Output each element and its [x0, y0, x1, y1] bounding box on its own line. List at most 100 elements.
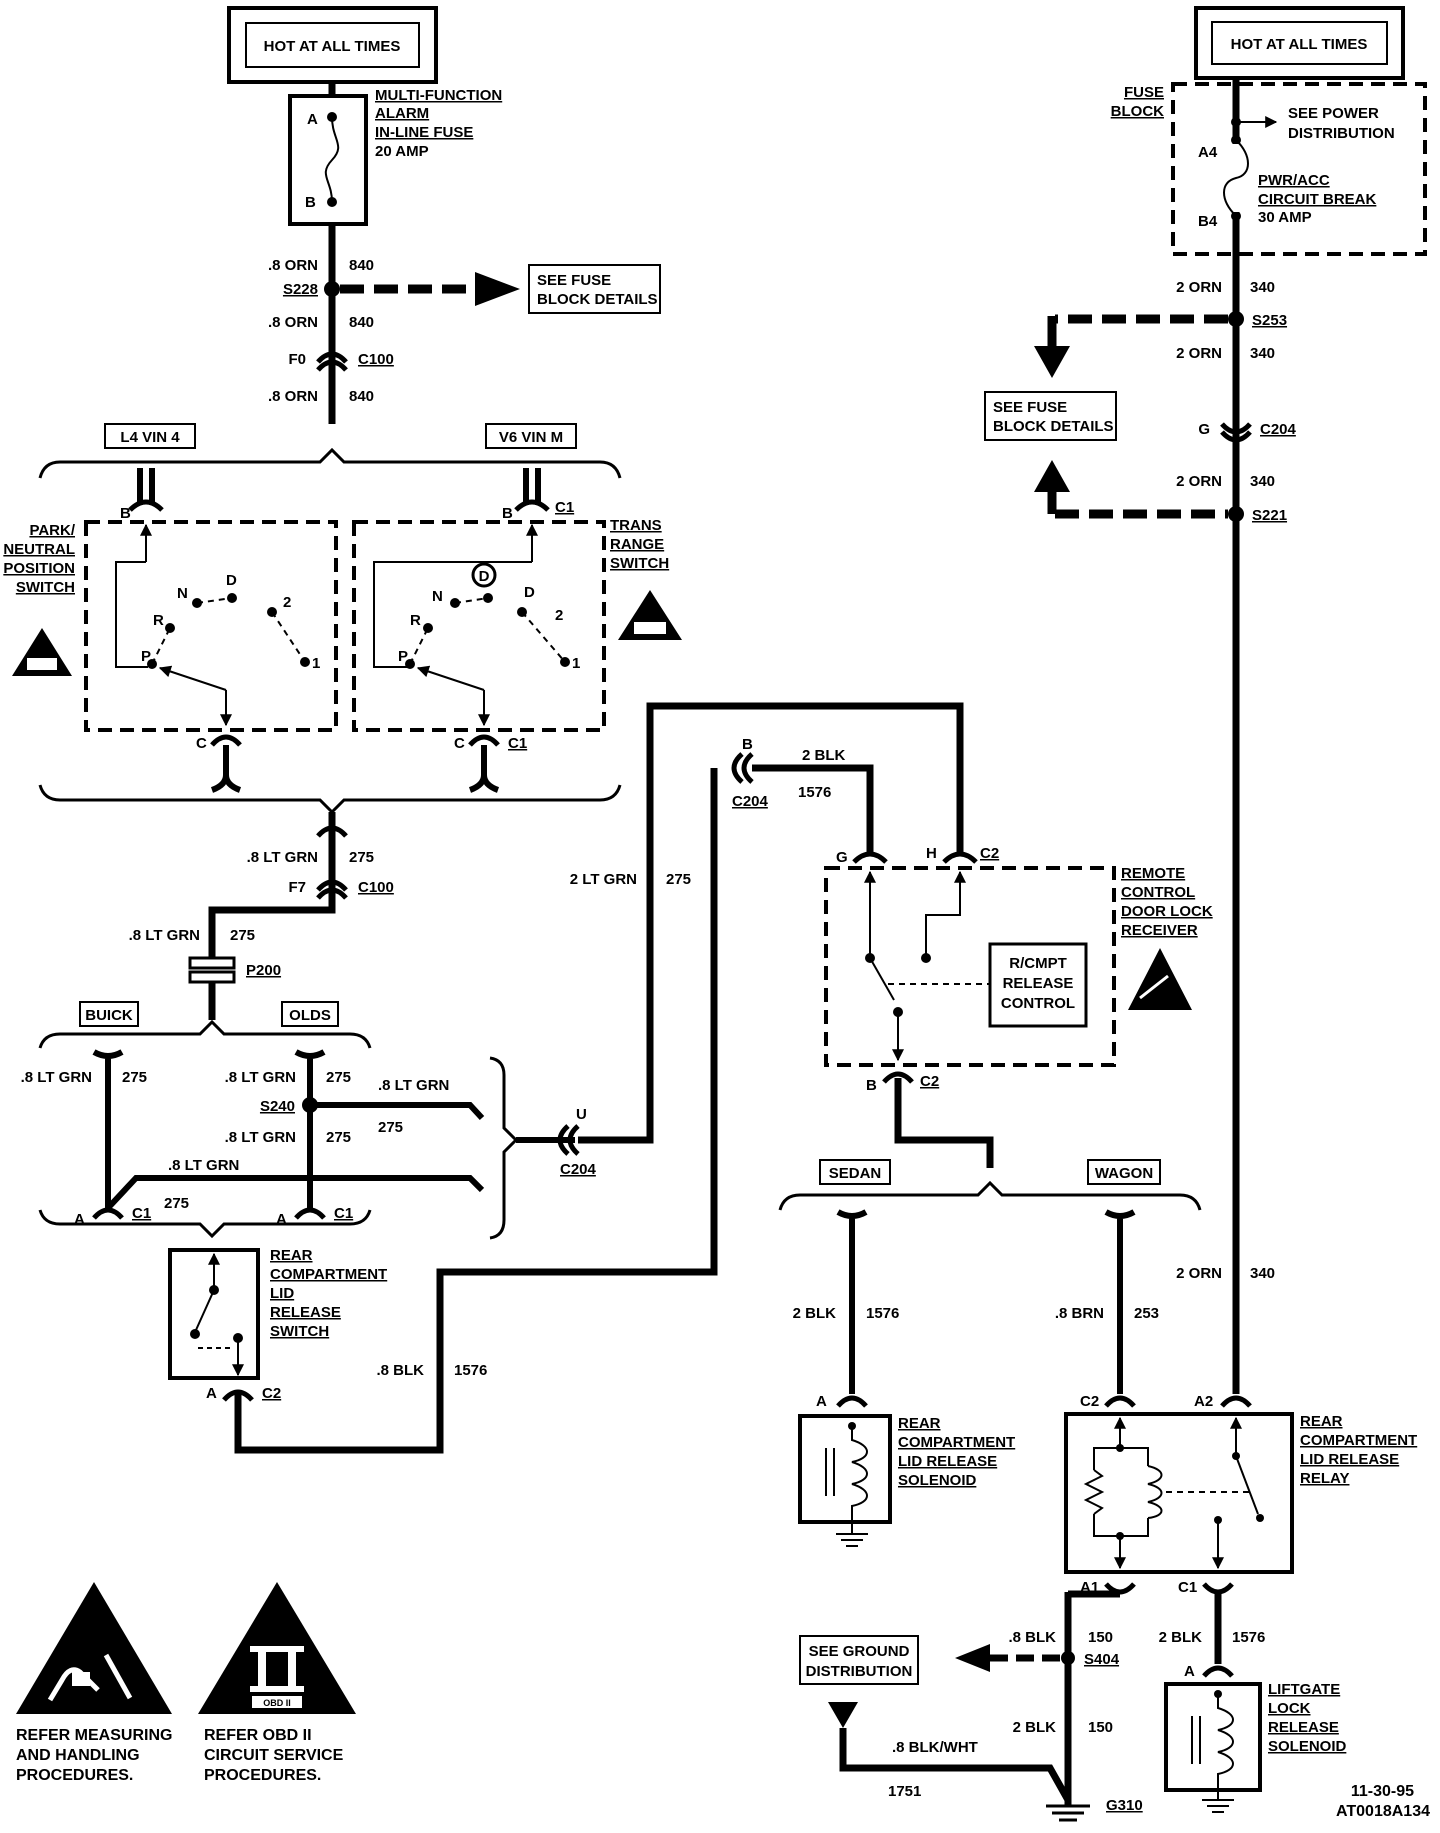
svg-text:BLOCK DETAILS: BLOCK DETAILS [537, 291, 658, 308]
svg-text:275: 275 [164, 1195, 189, 1212]
svg-text:RELEASE: RELEASE [1268, 1719, 1339, 1736]
svg-text:1: 1 [312, 655, 320, 672]
svg-text:150: 150 [1088, 1629, 1113, 1646]
svg-text:H: H [926, 845, 937, 862]
svg-text:PROCEDURES.: PROCEDURES. [204, 1767, 321, 1784]
ground-g310: G310 [1046, 1797, 1143, 1822]
svg-text:R/CMPT: R/CMPT [1009, 955, 1067, 972]
svg-text:SWITCH: SWITCH [270, 1323, 329, 1340]
svg-text:DISTRIBUTION: DISTRIBUTION [1288, 125, 1395, 142]
svg-text:SEE FUSE: SEE FUSE [993, 399, 1067, 416]
svg-text:F0: F0 [288, 351, 306, 368]
svg-text:.8 LT GRN: .8 LT GRN [168, 1157, 239, 1174]
svg-text:.8 BRN: .8 BRN [1055, 1305, 1104, 1322]
svg-text:AT0018A134: AT0018A134 [1336, 1803, 1430, 1820]
svg-text:RELEASE: RELEASE [270, 1304, 341, 1321]
svg-text:PARK/: PARK/ [29, 522, 75, 539]
svg-text:.8 LT GRN: .8 LT GRN [225, 1069, 296, 1086]
svg-text:C: C [454, 735, 465, 752]
svg-text:11-30-95: 11-30-95 [1351, 1783, 1414, 1800]
svg-text:B: B [866, 1077, 877, 1094]
rear-compartment-lid-release-solenoid [798, 1414, 892, 1547]
svg-text:S253: S253 [1252, 312, 1287, 329]
svg-text:.8 LT GRN: .8 LT GRN [21, 1069, 92, 1086]
svg-text:OBD II: OBD II [263, 1698, 291, 1708]
svg-text:.8 LT GRN: .8 LT GRN [225, 1129, 296, 1146]
see-ground-box: SEE GROUND DISTRIBUTION [799, 1635, 919, 1685]
esd-icon-small [1128, 948, 1192, 1010]
svg-text:S228: S228 [283, 281, 318, 298]
svg-text:.8 BLK: .8 BLK [376, 1362, 424, 1379]
svg-text:REAR: REAR [270, 1247, 313, 1264]
svg-text:FUSE: FUSE [1124, 84, 1164, 101]
svg-text:D: D [524, 584, 535, 601]
svg-text:R: R [410, 612, 421, 629]
svg-text:A: A [816, 1393, 827, 1410]
svg-text:1576: 1576 [1232, 1629, 1265, 1646]
svg-text:DOOR LOCK: DOOR LOCK [1121, 903, 1213, 920]
svg-text:LIFTGATE: LIFTGATE [1268, 1681, 1340, 1698]
svg-text:COMPARTMENT: COMPARTMENT [1300, 1432, 1417, 1449]
svg-text:BLOCK DETAILS: BLOCK DETAILS [993, 418, 1114, 435]
liftgate-lock-release-solenoid [1164, 1682, 1262, 1813]
svg-text:REAR: REAR [898, 1415, 941, 1432]
svg-text:B: B [502, 505, 513, 522]
svg-text:C2: C2 [262, 1385, 281, 1402]
svg-text:A: A [307, 111, 318, 128]
rear-compartment-lid-release-relay [1064, 1412, 1294, 1574]
svg-text:SEE GROUND: SEE GROUND [809, 1643, 910, 1660]
svg-text:A: A [206, 1385, 217, 1402]
svg-text:REMOTE: REMOTE [1121, 865, 1185, 882]
svg-text:SOLENOID: SOLENOID [1268, 1738, 1347, 1755]
svg-text:C1: C1 [508, 735, 527, 752]
svg-text:C2: C2 [980, 845, 999, 862]
left-hot-box: HOT AT ALL TIMES [227, 6, 438, 84]
svg-text:2 LT GRN: 2 LT GRN [570, 871, 637, 888]
svg-text:SOLENOID: SOLENOID [898, 1472, 977, 1489]
see-fuse-box-left: SEE FUSE BLOCK DETAILS [528, 264, 661, 314]
svg-text:C1: C1 [1178, 1579, 1197, 1596]
svg-text:HOT AT ALL TIMES: HOT AT ALL TIMES [1231, 36, 1368, 53]
svg-text:A: A [74, 1211, 85, 1228]
svg-text:840: 840 [349, 388, 374, 405]
splice-s221 [1228, 506, 1244, 522]
svg-text:B4: B4 [1198, 213, 1218, 230]
svg-text:C100: C100 [358, 351, 394, 368]
svg-text:20 AMP: 20 AMP [375, 143, 429, 160]
svg-text:B: B [305, 194, 316, 211]
svg-text:D: D [479, 568, 490, 585]
svg-text:275: 275 [326, 1069, 351, 1086]
svg-text:.8 ORN: .8 ORN [268, 314, 318, 331]
svg-text:1: 1 [572, 655, 580, 672]
svg-text:COMPARTMENT: COMPARTMENT [898, 1434, 1015, 1451]
trans-range-switch: B C1 D P R N D 2 1 C C1 [352, 468, 606, 793]
svg-text:REFER MEASURING: REFER MEASURING [16, 1727, 172, 1744]
svg-text:SEE POWER: SEE POWER [1288, 105, 1379, 122]
see-fuse-box-right: SEE FUSE BLOCK DETAILS [984, 391, 1117, 441]
svg-text:275: 275 [230, 927, 255, 944]
svg-text:A2: A2 [1194, 1393, 1213, 1410]
svg-text:P: P [141, 648, 151, 665]
svg-text:275: 275 [666, 871, 691, 888]
svg-text:CONTROL: CONTROL [1121, 884, 1195, 901]
svg-text:2 ORN: 2 ORN [1176, 473, 1222, 490]
svg-text:N: N [177, 585, 188, 602]
svg-text:G: G [836, 849, 848, 866]
splice-s228 [324, 281, 340, 297]
svg-text:MULTI-FUNCTION: MULTI-FUNCTION [375, 87, 502, 104]
svg-text:F7: F7 [288, 879, 306, 896]
svg-text:BUICK: BUICK [85, 1007, 133, 1024]
svg-text:2 BLK: 2 BLK [802, 747, 846, 764]
svg-text:C: C [196, 735, 207, 752]
right-hot-box: HOT AT ALL TIMES [1194, 6, 1405, 80]
svg-text:RANGE: RANGE [610, 536, 664, 553]
svg-text:840: 840 [349, 314, 374, 331]
svg-text:A: A [1184, 1663, 1195, 1680]
svg-text:C204: C204 [732, 793, 769, 810]
svg-text:S221: S221 [1252, 507, 1287, 524]
svg-text:RELEASE: RELEASE [1003, 975, 1074, 992]
svg-text:P: P [398, 648, 408, 665]
svg-text:B: B [742, 736, 753, 753]
svg-text:C1: C1 [132, 1205, 151, 1222]
svg-text:C100: C100 [358, 879, 394, 896]
